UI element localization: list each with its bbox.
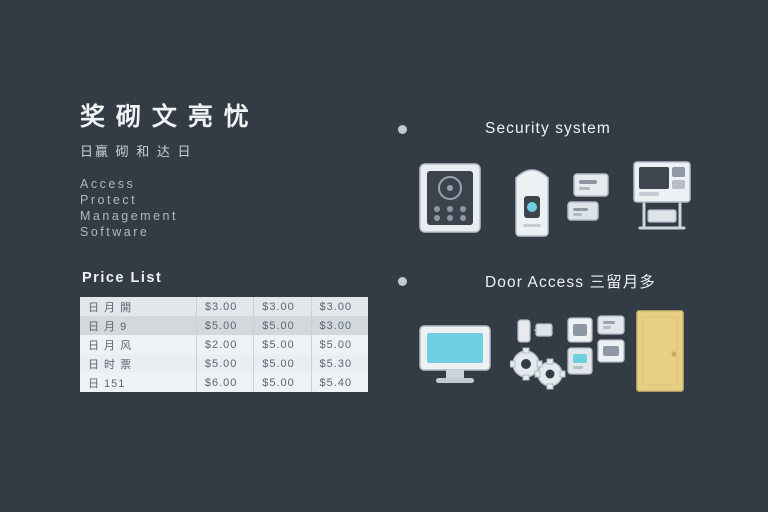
device-grid-icon (566, 314, 628, 378)
row-label: 日 月 開 (80, 297, 197, 316)
control-gears-icon (510, 318, 570, 390)
left-column: 奖 砌 文 亮 忧 日赢 砌 和 达 日 Access Protect Mana… (80, 103, 380, 240)
feature-item-protect: Protect (80, 192, 138, 207)
door-access-icon-row (418, 310, 708, 396)
row-price: $5.00 (196, 316, 255, 335)
row-price: $5.00 (253, 316, 312, 335)
row-price: $2.00 (196, 335, 255, 354)
row-price: $5.00 (253, 354, 312, 373)
desktop-monitor-icon (418, 324, 492, 386)
feature-item-management: Management (80, 208, 178, 223)
card-reader-icon (566, 172, 614, 230)
feature-item-software: Software (80, 224, 150, 239)
row-price: $5.00 (253, 335, 312, 354)
row-price: $5.00 (253, 373, 312, 392)
table-row: 日 151 $6.00 $5.00 $5.40 (80, 373, 368, 392)
fingerprint-reader-icon (510, 158, 554, 238)
row-price: $5.00 (319, 338, 353, 351)
row-price: $6.00 (196, 373, 255, 392)
feature-list: Access Protect Management Software (80, 176, 380, 240)
row-label: 日 月 风 (80, 335, 197, 354)
row-price: $3.00 (319, 319, 353, 332)
door-access-section-title: Door Access 三留月多 (485, 274, 656, 291)
row-price: $3.00 (319, 300, 353, 313)
keypad-panel-icon (418, 162, 482, 234)
bullet-dot-icon (398, 124, 407, 134)
row-label: 日 151 (80, 373, 197, 392)
feature-item-access: Access (80, 176, 136, 191)
table-row: 日 月 9 $5.00 $5.00 $3.00 (80, 316, 368, 335)
page-title: 奖 砌 文 亮 忧 (80, 103, 251, 131)
row-price: $5.30 (319, 357, 353, 370)
row-price: $3.00 (196, 297, 255, 316)
security-icon-row (418, 158, 708, 238)
door-icon (636, 310, 684, 392)
price-list-block: Price List 日 月 開 $3.00 $3.00 $3.00 日 月 9… (80, 270, 368, 392)
cctv-monitor-icon (630, 158, 694, 238)
bullet-dot-icon (398, 276, 407, 286)
row-price: $5.00 (196, 354, 255, 373)
security-section-title: Security system (485, 120, 611, 137)
table-row: 日 时 票 $5.00 $5.00 $5.30 (80, 354, 368, 373)
door-access-section-header: Door Access 三留月多 (398, 270, 698, 292)
price-table: 日 月 開 $3.00 $3.00 $3.00 日 月 9 $5.00 $5.0… (80, 297, 368, 392)
row-price: $5.40 (319, 376, 353, 389)
security-section-header: Security system (398, 118, 698, 140)
row-label: 日 月 9 (80, 316, 197, 335)
price-list-title: Price List (82, 270, 163, 286)
table-row: 日 月 风 $2.00 $5.00 $5.00 (80, 335, 368, 354)
table-row: 日 月 開 $3.00 $3.00 $3.00 (80, 297, 368, 316)
page-subtitle: 日赢 砌 和 达 日 (80, 143, 193, 159)
row-label: 日 时 票 (80, 354, 197, 373)
row-price: $3.00 (253, 297, 312, 316)
